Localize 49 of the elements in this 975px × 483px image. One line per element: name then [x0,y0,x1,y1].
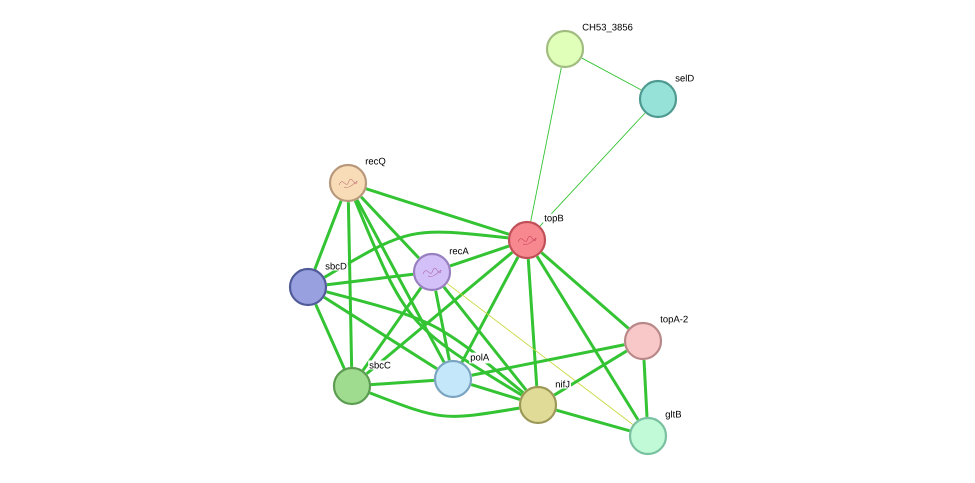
interaction-line [356,199,446,363]
interaction-line [450,244,510,268]
interaction-line [446,283,634,425]
interaction-line [324,230,508,279]
protein-label: gltB [664,410,683,420]
interaction-line [442,286,528,391]
interaction-line [323,296,438,370]
protein-label: recA [448,246,470,256]
protein-circle [638,80,678,118]
interaction-line [536,255,640,421]
protein-label: CH53_3856 [581,22,634,34]
protein-circle [288,268,328,306]
interaction-line [526,258,538,386]
protein-label: selD [674,74,696,82]
protein-label: polA [469,352,490,364]
interaction-line [369,391,520,418]
protein-circle [546,30,584,68]
interaction-line [314,304,346,370]
protein-label: recQ [364,156,387,168]
protein-circle [518,386,558,424]
protein-label: topB [543,214,565,224]
interaction-line [530,67,562,222]
interaction-line [642,360,648,418]
protein-circle [628,416,668,456]
interaction-line [326,272,414,286]
interaction-line [581,58,642,90]
interaction-line [471,343,625,377]
interaction-line [366,187,510,236]
interaction-line [326,290,524,394]
interaction-line [540,112,646,226]
interaction-line [366,251,514,375]
protein-label: topA-2 [659,314,690,326]
interaction-line [346,202,354,367]
protein-label: sbcD [324,262,348,270]
interaction-line [434,290,451,361]
interaction-line [556,408,630,432]
protein-label: nifJ [554,380,571,388]
protein-label: sbcC [368,360,392,370]
interaction-line [540,251,630,330]
interaction-line [354,200,522,396]
protein-circle [434,360,472,398]
interaction-line [360,196,420,260]
interaction-line [362,286,422,372]
interaction-line [313,200,343,270]
interaction-line [460,256,520,363]
protein-circle [332,366,372,406]
interaction-line [370,378,434,386]
interaction-line [554,350,628,396]
interaction-line [470,383,520,401]
